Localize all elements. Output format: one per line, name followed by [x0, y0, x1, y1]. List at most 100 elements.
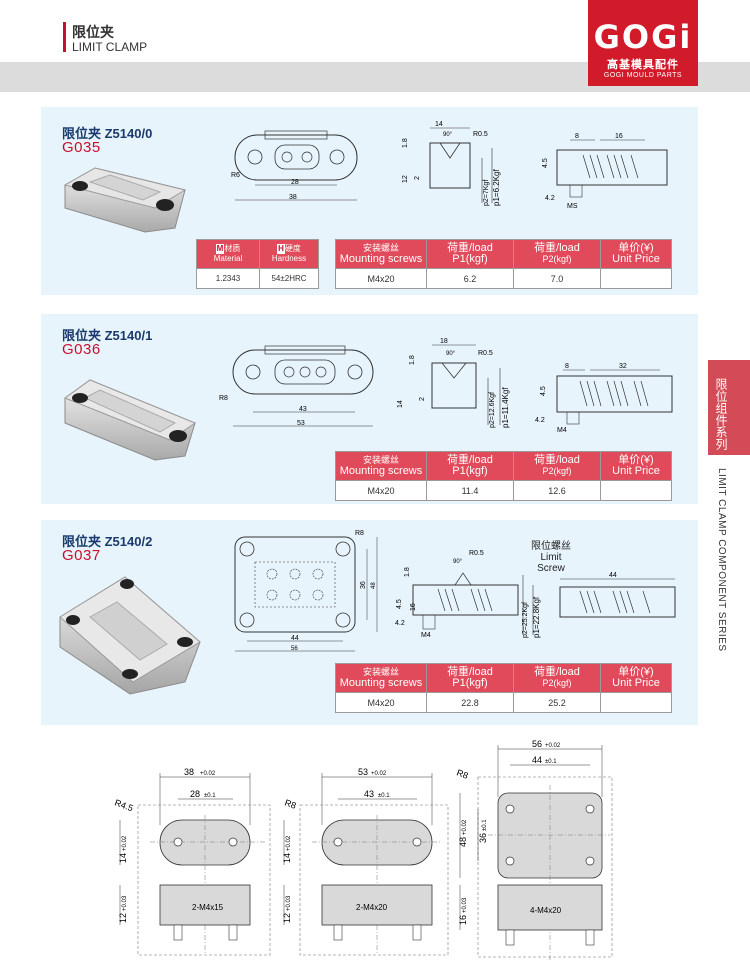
spec-p2: 7.0: [513, 268, 601, 289]
dim-width: 14: [435, 121, 443, 128]
dim-d2: 32: [619, 363, 627, 370]
dim-b-tol: ±0.1: [204, 793, 216, 799]
dim-r: R4.5: [113, 797, 134, 813]
load-p1-label: p1=22.8Kgf: [532, 596, 541, 638]
dim-h-tol: +0.02: [286, 835, 292, 851]
side-tab-label-cn: 限位组件系列: [714, 378, 728, 450]
dim-w2: 36: [360, 581, 367, 589]
dim-r: R8: [283, 797, 297, 810]
dim-angle: 90°: [443, 132, 453, 138]
dim-h-tol: +0.02: [122, 835, 128, 851]
dim-radius: R6: [231, 172, 240, 179]
hardness-header-cn: 硬度: [284, 244, 301, 253]
dim-length-2: 38: [289, 194, 297, 201]
dim-radius: R8: [219, 395, 228, 402]
dim-b-tol: ±0.1: [545, 759, 557, 765]
dim-b: 28: [190, 789, 200, 799]
drawing-section-g035: 14 90° R0.5 1.8 12 2 p2=7Kgf p1=6.2Kgf: [402, 121, 501, 206]
spec-p1: 6.2: [426, 268, 514, 289]
screw-callout: 4-M4x20: [530, 906, 562, 915]
spec-screw: M4x20: [335, 480, 427, 501]
dim-a: 56: [532, 739, 542, 749]
dim-t-tol: +0.03: [462, 897, 468, 913]
dim-b: 44: [532, 755, 542, 765]
dim-length-1: 43: [299, 406, 307, 413]
dim-t: 1.8: [402, 138, 409, 148]
product-code: G036: [62, 341, 101, 358]
spec-header-price: 单价(¥)Unit Price: [600, 663, 672, 693]
spec-header-price: 单价(¥)Unit Price: [600, 451, 672, 481]
dim-d5: 44: [609, 572, 617, 579]
load-p2-label: p2=12.6Kgf: [489, 392, 496, 428]
drawing-section-g036: 18 90° R0.5 1.8 14 2 p2=12.6Kgf p1=11.4K…: [397, 338, 510, 428]
logo-word: GOGi: [593, 18, 693, 56]
dim-h2: 2: [414, 176, 421, 180]
hardness-value: 54±2HRC: [259, 268, 319, 289]
drawing-spring-view-g035: 8 16 4.2 MS 4.5: [542, 133, 668, 210]
dim-d: 8: [575, 133, 579, 140]
dim-a-tol: +0.02: [545, 743, 561, 749]
spec-screw: M4x20: [335, 692, 427, 713]
part-photo-g037: [59, 576, 201, 695]
dim-width: 18: [440, 338, 448, 345]
dim-r05: R0.5: [473, 131, 488, 138]
dim-width: 48: [371, 582, 377, 589]
product-title: 限位夹 Z5140/0: [62, 126, 153, 141]
dim-angle: 90°: [446, 351, 456, 357]
hardness-header-en: Hardness: [271, 254, 307, 263]
dim-t: 12: [118, 913, 128, 923]
drawing-top-view-g035: R6 28 38: [231, 130, 358, 201]
dim-r: R8: [455, 767, 469, 780]
side-tab: [708, 360, 750, 455]
gogi-logo: GOGi 高基模具配件 GOGI MOULD PARTS: [588, 0, 698, 86]
drawing-section-g037: 90° R0.5 1.8 16 4.5 4.2 M4 p2=25.2Kgf p1…: [395, 550, 541, 639]
product-title: 限位夹 Z5140/2: [62, 534, 153, 549]
spec-p1: 22.8: [426, 692, 514, 713]
limit-screw-en: Limit Screw: [537, 552, 565, 574]
dim-h2-tol: ±0.1: [482, 819, 488, 831]
dim-length-1: 28: [291, 179, 299, 186]
spec-price: [600, 268, 672, 289]
dim-h: 14: [397, 400, 404, 408]
dim-d4: 4.5: [396, 599, 403, 609]
dim-r05: R0.5: [469, 550, 484, 557]
dim-d3: 4.2: [535, 417, 545, 424]
screw-callout: 2-M4x20: [356, 903, 388, 912]
dim-ms: M4: [421, 632, 431, 639]
load-p2-label: p2=7Kgf: [483, 180, 490, 206]
dim-t: 12: [282, 913, 292, 923]
drawing-top-view-g036: R8 43 53: [219, 345, 374, 427]
dim-radius: R8: [355, 530, 364, 537]
dim-t-tol: +0.03: [122, 895, 128, 911]
material-icon: M: [215, 244, 225, 254]
drawing-spring-view-g037: 44: [559, 572, 676, 618]
dim-a-tol: +0.02: [371, 771, 387, 777]
part-photo-g035: [63, 167, 187, 233]
load-p1-label: p1=6.2Kgf: [492, 169, 501, 206]
limit-screw-label: 限位螺丝 Limit Screw: [526, 537, 576, 574]
product-title: 限位夹 Z5140/1: [62, 328, 153, 343]
spec-price: [600, 480, 672, 501]
dim-t-tol: +0.03: [286, 895, 292, 911]
product-code: G035: [62, 139, 101, 156]
dim-length-2: 56: [291, 646, 298, 652]
dim-h2: 2: [419, 397, 426, 401]
hardness-icon: H: [277, 244, 285, 254]
spec-p2: 25.2: [513, 692, 601, 713]
dim-r05: R0.5: [478, 350, 493, 357]
load-p1-label: p1=11.4Kgf: [501, 387, 510, 428]
dim-t: 1.8: [404, 567, 411, 577]
spec-p1: 11.4: [426, 480, 514, 501]
dim-h: 16: [410, 603, 417, 611]
